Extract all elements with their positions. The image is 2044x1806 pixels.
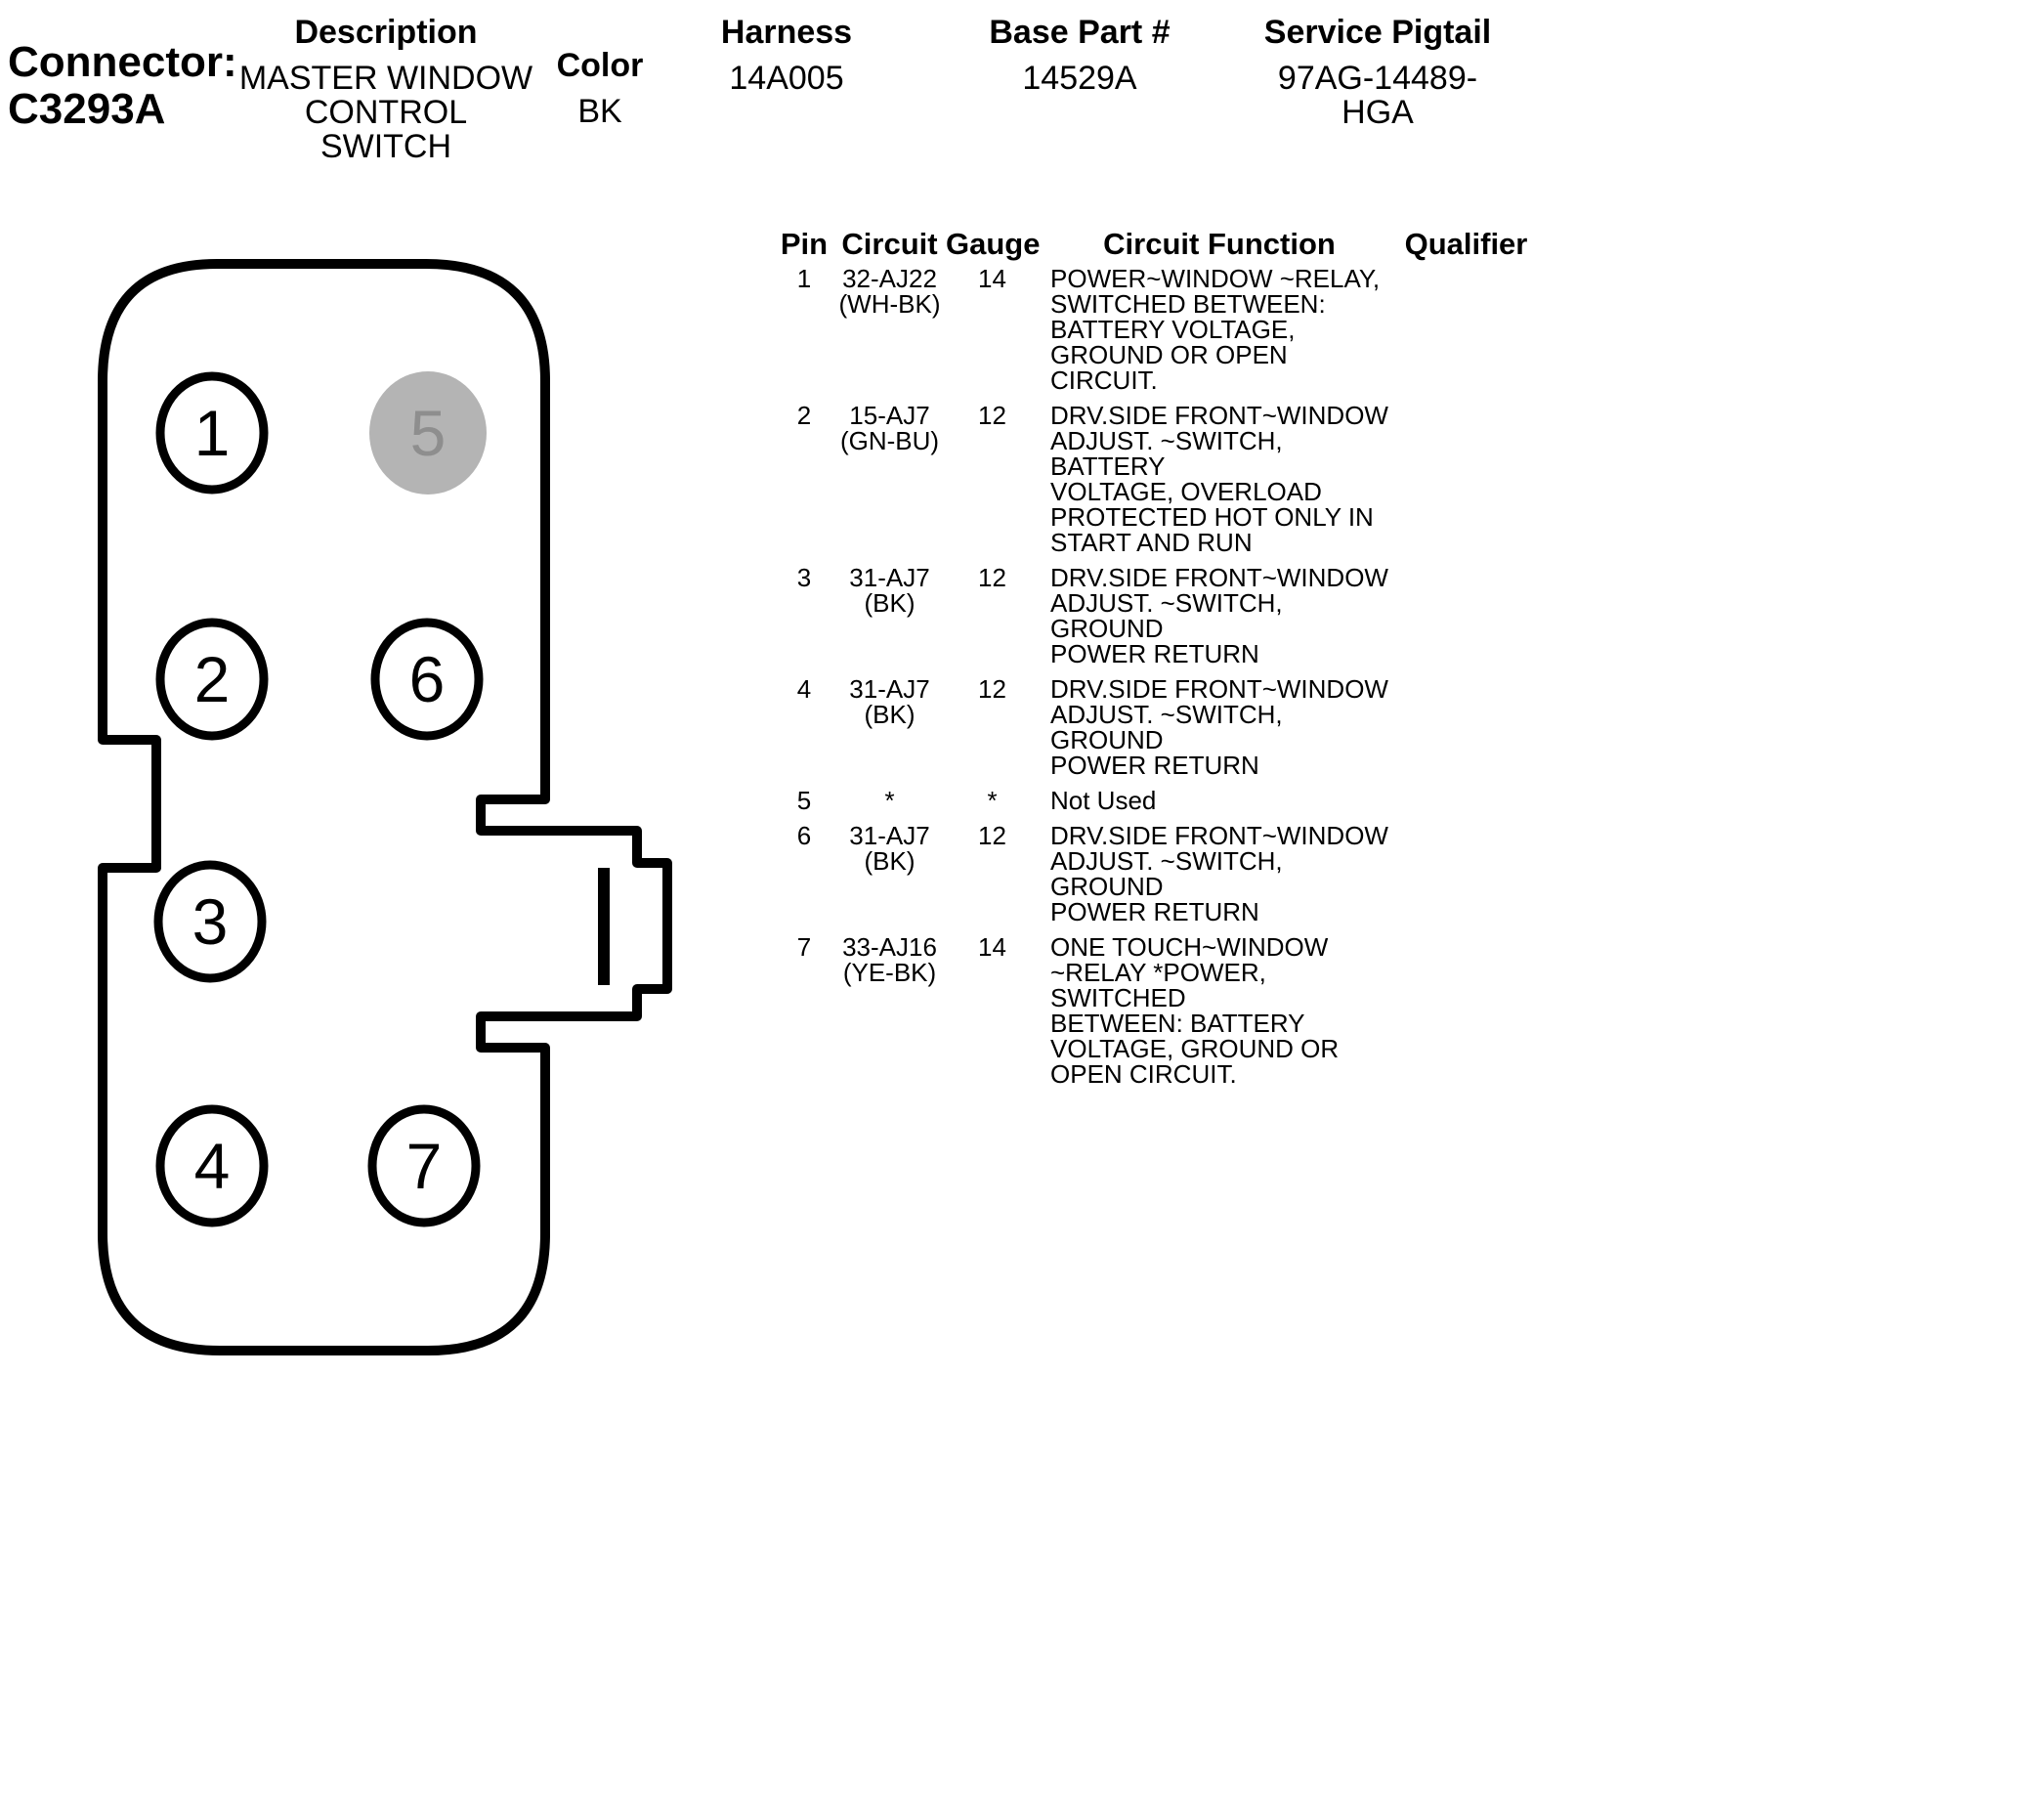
color-value: BK <box>577 93 622 130</box>
cell-circuit: 31-AJ7 (BK) <box>849 821 930 876</box>
pin-6-label: 6 <box>409 643 446 715</box>
pin-7-label: 7 <box>406 1130 443 1202</box>
cell-gauge: 12 <box>978 821 1006 850</box>
cell-function: DRV.SIDE FRONT~WINDOW ADJUST. ~SWITCH, B… <box>1050 401 1388 557</box>
cell-circuit: * <box>884 786 895 815</box>
pin-5: 5 <box>369 371 487 494</box>
harness-label: Harness <box>720 14 853 51</box>
cell-circuit: 15-AJ7 (GN-BU) <box>839 401 940 455</box>
pin-4-label: 4 <box>194 1130 231 1202</box>
color-label: Color <box>556 47 644 84</box>
pin-4: 4 <box>155 1104 269 1227</box>
cell-gauge: 12 <box>978 563 1006 592</box>
harness-block: Harness 14A005 <box>684 14 889 96</box>
cell-gauge: 14 <box>978 264 1006 293</box>
table-row: 4 31-AJ7 (BK) 12 DRV.SIDE FRONT~WINDOW ADJU… <box>775 676 1547 778</box>
cell-pin: 5 <box>796 786 812 815</box>
pin-2: 2 <box>155 618 269 741</box>
connector-outline <box>98 259 672 1355</box>
table-row: 2 15-AJ7 (GN-BU) 12 DRV.SIDE FRONT~WINDOW A… <box>775 403 1547 555</box>
cell-gauge: 12 <box>978 674 1006 704</box>
cell-pin: 6 <box>796 821 812 850</box>
header-circuit-function: Circuit Function <box>1103 227 1336 261</box>
description-block: Description MASTER WINDOW CONTROL SWITCH <box>234 14 537 164</box>
base-part-label: Base Part # <box>989 14 1171 51</box>
pin-7: 7 <box>367 1104 481 1227</box>
cell-pin: 1 <box>796 264 812 293</box>
table-row: 3 31-AJ7 (BK) 12 DRV.SIDE FRONT~WINDOW ADJU… <box>775 565 1547 666</box>
cell-gauge: * <box>987 786 998 815</box>
service-pigtail-value: 97AG-14489-HGA <box>1277 60 1478 131</box>
cell-qualifier <box>1400 565 1532 666</box>
cell-function: ONE TOUCH~WINDOW ~RELAY *POWER, SWITCHED… <box>1050 932 1340 1089</box>
service-pigtail-label: Service Pigtail <box>1263 14 1492 51</box>
header-circuit: Circuit <box>841 227 938 261</box>
cell-qualifier <box>1400 266 1532 393</box>
pin-3-label: 3 <box>192 885 229 958</box>
cell-qualifier <box>1400 403 1532 555</box>
base-part-value: 14529A <box>1022 60 1137 97</box>
pin-4-circle <box>155 1104 269 1227</box>
pin-5-label: 5 <box>410 397 447 469</box>
pin-1-circle <box>155 371 269 494</box>
service-pigtail-block: Service Pigtail 97AG-14489-HGA <box>1246 14 1510 130</box>
pin-7-circle <box>367 1104 481 1227</box>
header-pin: Pin <box>780 227 829 261</box>
table-row: 5 * * Not Used <box>775 788 1547 813</box>
cell-function: DRV.SIDE FRONT~WINDOW ADJUST. ~SWITCH, G… <box>1050 563 1388 668</box>
cell-circuit: 33-AJ16 (YE-BK) <box>842 932 937 987</box>
cell-function: DRV.SIDE FRONT~WINDOW ADJUST. ~SWITCH, G… <box>1050 821 1388 926</box>
cell-pin: 3 <box>796 563 812 592</box>
pin-6: 6 <box>370 618 484 741</box>
cell-function: Not Used <box>1050 786 1157 815</box>
table-row: 1 32-AJ22 (WH-BK) 14 POWER~WINDOW ~RELAY, S… <box>775 266 1547 393</box>
cell-pin: 7 <box>796 932 812 962</box>
cell-qualifier <box>1400 676 1532 778</box>
cell-function: DRV.SIDE FRONT~WINDOW ADJUST. ~SWITCH, G… <box>1050 674 1388 780</box>
pin-6-circle <box>370 618 484 741</box>
connector-title: Connector: C3293A <box>8 38 237 133</box>
connector-diagram: 1 5 2 6 3 4 7 <box>98 259 672 1355</box>
pin-1-label: 1 <box>194 397 231 469</box>
description-value: MASTER WINDOW CONTROL SWITCH <box>238 60 533 165</box>
description-label: Description <box>294 14 478 51</box>
cell-gauge: 14 <box>978 932 1006 962</box>
table-row: 7 33-AJ16 (YE-BK) 14 ONE TOUCH~WINDOW ~RELA… <box>775 934 1547 1087</box>
cell-qualifier <box>1400 823 1532 924</box>
cell-qualifier <box>1400 788 1532 813</box>
pin-3-circle <box>153 860 267 983</box>
header-qualifier: Qualifier <box>1404 227 1528 261</box>
header-gauge: Gauge <box>946 227 1041 261</box>
harness-value: 14A005 <box>729 60 844 97</box>
color-block: Color BK <box>539 47 660 129</box>
cell-circuit: 31-AJ7 (BK) <box>849 674 930 729</box>
cell-pin: 2 <box>796 401 812 430</box>
pinout-table: Pin Circuit Gauge Circuit Function Quali… <box>775 229 1547 1096</box>
pin-2-label: 2 <box>194 643 231 715</box>
pin-2-circle <box>155 618 269 741</box>
pin-3: 3 <box>153 860 267 983</box>
pin-1: 1 <box>155 371 269 494</box>
cell-circuit: 31-AJ7 (BK) <box>849 563 930 618</box>
cell-gauge: 12 <box>978 401 1006 430</box>
pin-5-circle <box>369 371 487 494</box>
base-part-block: Base Part # 14529A <box>977 14 1182 96</box>
pinout-table-header: Pin Circuit Gauge Circuit Function Quali… <box>775 229 1547 260</box>
pin-table-body: 1 32-AJ22 (WH-BK) 14 POWER~WINDOW ~RELAY, S… <box>775 266 1547 1087</box>
cell-function: POWER~WINDOW ~RELAY, SWITCHED BETWEEN: B… <box>1050 264 1381 395</box>
cell-qualifier <box>1400 934 1532 1087</box>
table-row: 6 31-AJ7 (BK) 12 DRV.SIDE FRONT~WINDOW ADJU… <box>775 823 1547 924</box>
cell-circuit: 32-AJ22 (WH-BK) <box>838 264 941 319</box>
cell-pin: 4 <box>796 674 812 704</box>
